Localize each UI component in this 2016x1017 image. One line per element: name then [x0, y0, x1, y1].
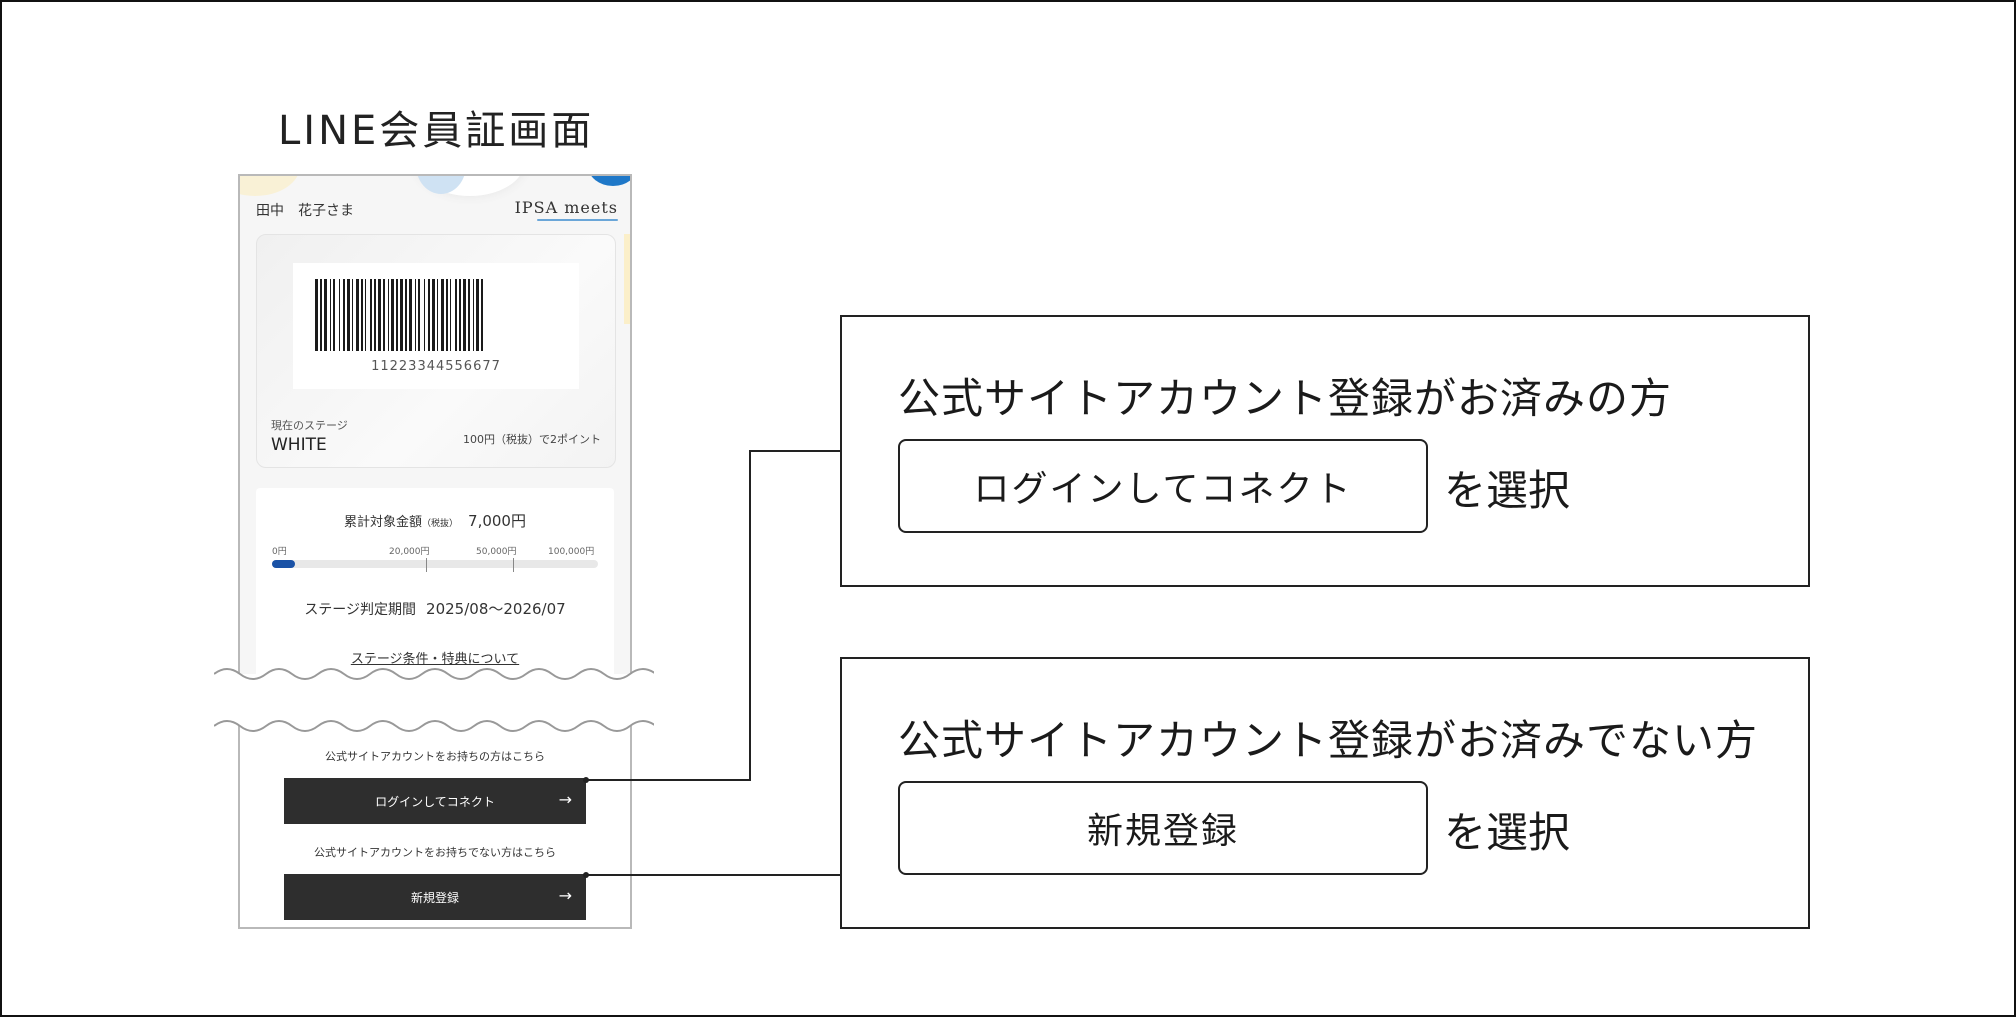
barcode-bar — [437, 279, 438, 351]
barcode-bar — [361, 279, 363, 351]
barcode-bar — [441, 279, 444, 351]
barcode-bar — [450, 279, 451, 351]
callout-not-registered-suffix: を選択 — [1444, 808, 1571, 857]
screen-title: LINE会員証画面 — [278, 108, 595, 154]
brand-logo: IPSA meets — [514, 198, 618, 221]
barcode-bar — [432, 279, 435, 351]
decoration-shape — [588, 176, 630, 186]
login-connect-button[interactable]: ログインしてコネクト → — [284, 778, 586, 824]
barcode-bar — [330, 279, 331, 351]
callout-register-button[interactable]: 新規登録 — [898, 781, 1428, 875]
callout-registered-title: 公式サイトアカウント登録がお済みの方 — [898, 374, 1673, 423]
barcode-bar — [378, 279, 381, 351]
stage-value: WHITE — [271, 435, 327, 455]
screen-break-mark — [214, 668, 654, 732]
register-label: 新規登録 — [410, 890, 459, 905]
barcode-bar — [370, 279, 372, 351]
decoration-shape — [240, 176, 300, 196]
barcode — [315, 279, 483, 351]
callout-registered: 公式サイトアカウント登録がお済みの方 ログインしてコネクト を選択 — [840, 315, 1810, 587]
callout-not-registered: 公式サイトアカウント登録がお済みでない方 新規登録 を選択 — [840, 657, 1810, 929]
tick-label-50000: 50,000円 — [476, 547, 517, 557]
register-button[interactable]: 新規登録 → — [284, 874, 586, 920]
tick-label-100000: 100,000円 — [548, 547, 595, 557]
phone-screen: 田中 花子さま IPSA meets 11223344556677 現在のステー… — [238, 174, 632, 929]
barcode-bar — [428, 279, 430, 351]
barcode-bar — [339, 279, 340, 351]
barcode-bar — [374, 279, 376, 351]
membership-card: 11223344556677 現在のステージ WHITE 100円（税抜）で2ポ… — [256, 234, 616, 468]
barcode-bar — [473, 279, 474, 351]
logo-swoosh — [536, 219, 618, 221]
barcode-bar — [347, 279, 350, 351]
progress-bar — [272, 560, 598, 568]
barcode-bar — [424, 279, 425, 351]
barcode-bar — [446, 279, 448, 351]
barcode-bar — [476, 279, 479, 351]
login-connect-label: ログインしてコネクト — [375, 794, 495, 809]
barcode-bar — [356, 279, 359, 351]
barcode-bar — [333, 279, 335, 351]
barcode-bar — [352, 279, 353, 351]
stage-conditions-link[interactable]: ステージ条件・特典について — [350, 652, 520, 667]
progress-tick — [513, 558, 514, 572]
barcode-bar — [324, 279, 327, 351]
tick-label-0: 0円 — [272, 547, 287, 557]
tick-label-20000: 20,000円 — [389, 547, 430, 557]
barcode-bar — [418, 279, 420, 351]
register-hint: 公式サイトアカウントをお持ちでない方はこちら — [314, 846, 556, 859]
barcode-bar — [383, 279, 385, 351]
barcode-bar — [481, 279, 483, 351]
brand-logo-text: IPSA meets — [514, 198, 618, 217]
callout-login-connect-button[interactable]: ログインしてコネクト — [898, 439, 1428, 533]
barcode-bar — [343, 279, 345, 351]
stage-progress-panel: 累計対象金額（税抜） 7,000円 0円 20,000円 50,000円 100,… — [256, 488, 614, 688]
connect-section: 公式サイトアカウントをお持ちの方はこちら ログインしてコネクト → 公式サイトア… — [240, 724, 630, 927]
barcode-bar — [365, 279, 366, 351]
stage-period: ステージ判定期間 2025/08〜2026/07 — [256, 598, 614, 619]
stage-label: 現在のステージ — [271, 419, 348, 432]
login-hint: 公式サイトアカウントをお持ちの方はこちら — [325, 750, 545, 763]
total-amount-row: 累計対象金額（税抜） 7,000円 — [256, 510, 614, 531]
barcode-bar — [409, 279, 412, 351]
card-edge-decoration — [624, 234, 630, 324]
point-rate: 100円（税抜）で2ポイント — [463, 433, 601, 446]
barcode-bar — [388, 279, 389, 351]
tax-note: （税抜） — [422, 519, 459, 529]
callout-not-registered-title: 公式サイトアカウント登録がお済みでない方 — [898, 716, 1759, 765]
barcode-number: 11223344556677 — [371, 359, 501, 374]
member-name: 田中 花子さま — [256, 203, 354, 219]
barcode-bar — [405, 279, 407, 351]
barcode-area: 11223344556677 — [293, 263, 579, 389]
arrow-right-icon: → — [558, 886, 572, 905]
total-label: 累計対象金額 — [344, 515, 423, 530]
barcode-bar — [455, 279, 457, 351]
barcode-bar — [415, 279, 416, 351]
period-value: 2025/08〜2026/07 — [426, 600, 566, 618]
progress-tick — [426, 558, 427, 572]
barcode-bar — [391, 279, 394, 351]
period-label: ステージ判定期間 — [304, 602, 417, 618]
barcode-bar — [400, 279, 403, 351]
barcode-bar — [468, 279, 470, 351]
callout-registered-suffix: を選択 — [1444, 466, 1571, 515]
progress-fill — [272, 560, 295, 568]
barcode-bar — [463, 279, 466, 351]
barcode-bar — [396, 279, 398, 351]
arrow-right-icon: → — [558, 790, 572, 809]
barcode-bar — [320, 279, 322, 351]
total-amount: 7,000円 — [468, 512, 526, 530]
barcode-bar — [459, 279, 461, 351]
barcode-bar — [315, 279, 318, 351]
decoration-shape — [416, 176, 466, 194]
